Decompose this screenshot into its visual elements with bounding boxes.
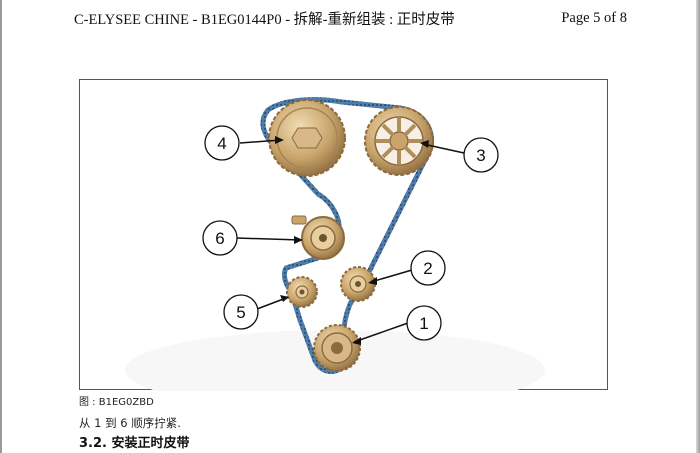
- callout-2: 2: [368, 250, 446, 286]
- page-right-edge: [696, 0, 700, 453]
- callout-3: 3: [420, 137, 499, 173]
- callout-5: 5: [223, 294, 289, 330]
- page-header: C-ELYSEE CHINE - B1EG0144P0 - 拆解-重新组装 : …: [74, 7, 627, 29]
- camshaft-sprocket-right: [364, 106, 434, 176]
- callout-1: 1: [352, 305, 442, 345]
- belt-tensioner-pulley: [291, 215, 345, 260]
- tightening-instruction: 从 1 到 6 顺序拧紧.: [79, 416, 181, 430]
- callout-number: 2: [423, 259, 432, 278]
- timing-belt-diagram: 1 2 3 4 5 6: [125, 97, 545, 391]
- figure-caption: 图 : B1EG0ZBD: [79, 397, 154, 408]
- callout-6: 6: [202, 220, 303, 256]
- water-pump-pulley: [340, 266, 376, 302]
- section-heading: 3.2. 安装正时皮带: [79, 436, 190, 451]
- crankshaft-sprocket: [313, 324, 361, 372]
- callout-number: 6: [215, 229, 224, 248]
- timing-belt-figure: 1 2 3 4 5 6: [79, 79, 608, 391]
- document-title: C-ELYSEE CHINE - B1EG0144P0 - 拆解-重新组装 : …: [74, 11, 455, 28]
- camshaft-sprocket-left: [268, 99, 346, 177]
- idler-pulley: [286, 276, 318, 308]
- callout-number: 5: [236, 303, 245, 322]
- callout-number: 3: [476, 146, 485, 165]
- page-left-edge: [0, 0, 2, 453]
- callout-number: 1: [419, 314, 428, 333]
- callout-number: 4: [217, 134, 226, 153]
- callout-4: 4: [204, 125, 284, 161]
- page-number: Page 5 of 8: [561, 9, 627, 26]
